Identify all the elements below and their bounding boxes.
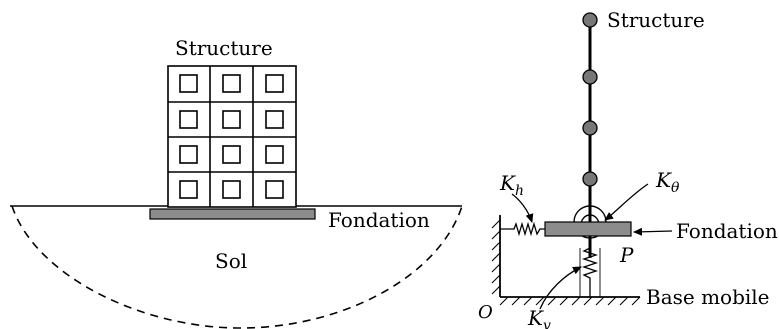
floor-hatching xyxy=(499,296,641,306)
ktheta-leader xyxy=(604,183,649,221)
kv-main: K xyxy=(527,306,544,329)
mass-node-3 xyxy=(582,120,598,136)
ktheta-sub: θ xyxy=(671,180,680,196)
left-foundation-label: Fondation xyxy=(328,208,430,232)
kh-label: Kh xyxy=(499,171,524,199)
right-structure-label: Structure xyxy=(607,8,705,32)
rigid-foundation xyxy=(544,221,632,237)
right-figure: Structure Fondation Base mobile P O Kh K… xyxy=(478,8,778,329)
foundation-leader xyxy=(633,227,673,236)
right-foundation-label: Fondation xyxy=(676,219,778,243)
mass-node-4 xyxy=(582,171,598,187)
soil-label: Sol xyxy=(215,249,247,273)
building xyxy=(167,65,297,208)
base-mobile-label: Base mobile xyxy=(646,285,770,309)
kh-sub: h xyxy=(515,183,524,199)
horizontal-spring xyxy=(500,221,545,237)
left-structure-label: Structure xyxy=(175,36,273,60)
mass-node-top xyxy=(582,12,598,28)
kv-label: Kv xyxy=(527,306,551,329)
kv-leader xyxy=(539,266,582,310)
soil-boundary xyxy=(11,205,463,329)
point-p-label: P xyxy=(619,243,634,267)
origin-o-label: O xyxy=(478,302,493,323)
mass-node-2 xyxy=(582,69,598,85)
left-figure: Structure Fondation Sol xyxy=(10,36,463,329)
ktheta-main: K xyxy=(655,168,672,192)
kv-sub: v xyxy=(543,318,551,329)
vertical-spring xyxy=(581,236,599,297)
ktheta-label: Kθ xyxy=(655,168,680,196)
foundation-slab xyxy=(149,208,316,220)
kh-main: K xyxy=(499,171,516,195)
kh-leader xyxy=(511,193,534,223)
wall-hatching xyxy=(491,219,501,295)
